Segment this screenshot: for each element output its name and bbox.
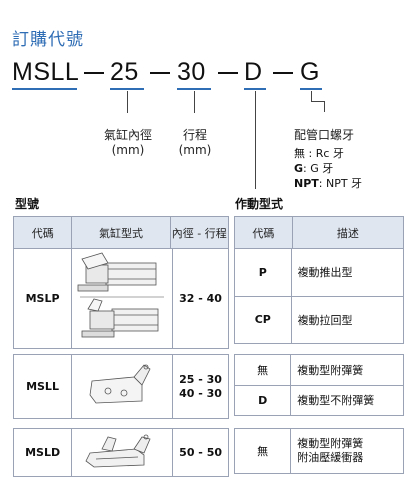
action-group-pcp: P 複動推出型 CP 複動拉回型 — [234, 248, 405, 344]
col-code: 代碼 — [234, 216, 293, 249]
action-group-spring: 無 複動型附彈簧 D 複動型不附彈簧 — [233, 354, 404, 416]
action-description: 複動推出型 — [290, 248, 405, 297]
connector-line — [311, 91, 312, 101]
code-underline — [244, 88, 266, 90]
code-dash — [273, 72, 293, 74]
cylinder-image-cell — [71, 354, 174, 419]
bore-stroke-value: 50 - 50 — [172, 428, 229, 477]
connector-line — [127, 91, 128, 113]
action-description: 複動型附彈簧 — [290, 354, 404, 386]
port-option: 無 : Rc 牙 — [294, 147, 344, 160]
code-model: MSLL — [12, 58, 80, 86]
action-code: D — [233, 384, 292, 416]
section-action-title: 作動型式 — [235, 197, 284, 211]
cylinder-image-cell — [71, 248, 174, 349]
code-port: G — [300, 58, 320, 86]
code-underline — [177, 88, 211, 90]
connector-line — [255, 91, 256, 189]
action-description: 複動拉回型 — [290, 295, 405, 344]
bore-stroke-value: 25 - 30 40 - 30 — [172, 354, 229, 419]
model-code: MSLD — [12, 428, 73, 477]
bore-label: 氣缸內徑 (mm) — [103, 128, 152, 157]
action-table-header: 代碼 描述 — [234, 216, 405, 249]
code-bore: 25 — [110, 58, 139, 86]
col-code: 代碼 — [12, 216, 73, 249]
section-model-title: 型號 — [15, 197, 40, 211]
clamp-cylinder-image — [77, 252, 165, 338]
clamp-cylinder-image — [85, 434, 151, 468]
page-title: 訂購代號 — [12, 30, 84, 50]
code-underline — [300, 88, 322, 90]
code-dash — [84, 72, 104, 74]
code-action: D — [244, 58, 263, 86]
model-row-msld: MSLD 50 - 50 — [12, 428, 229, 477]
action-description: 複動型不附彈簧 — [290, 384, 404, 416]
port-option: NPT: NPT 牙 — [294, 177, 363, 190]
action-code: 無 — [233, 354, 292, 386]
action-description: 複動型附彈簧 附油壓緩衝器 — [290, 428, 404, 474]
model-code: MSLL — [12, 354, 73, 419]
port-option: G: G 牙 — [294, 162, 334, 175]
code-dash — [150, 72, 170, 74]
code-stroke: 30 — [177, 58, 206, 86]
connector-line — [324, 101, 325, 112]
stroke-label: 行程 (mm) — [178, 128, 212, 157]
code-dash — [218, 72, 238, 74]
port-label: 配管口螺牙 — [294, 128, 355, 142]
code-underline — [110, 88, 144, 90]
col-type: 氣缸型式 — [71, 216, 171, 249]
model-row-mslp: MSLP 32 - 40 — [12, 248, 229, 349]
clamp-cylinder-image — [89, 364, 151, 404]
action-code: CP — [234, 295, 292, 344]
connector-line — [311, 101, 324, 102]
action-code: P — [234, 248, 292, 297]
code-underline — [12, 88, 77, 90]
col-bore-stroke: 內徑 - 行程 — [169, 216, 230, 249]
connector-line — [194, 91, 195, 113]
model-row-msll: MSLL 25 - 30 40 - 30 — [12, 354, 229, 419]
col-description: 描述 — [291, 216, 405, 249]
action-code: 無 — [233, 428, 292, 474]
port-options: 無 : Rc 牙 G: G 牙 NPT: NPT 牙 — [294, 146, 362, 191]
bore-stroke-value: 32 - 40 — [172, 248, 229, 349]
model-code: MSLP — [12, 248, 73, 349]
cylinder-image-cell — [71, 428, 174, 477]
model-table-header: 代碼 氣缸型式 內徑 - 行程 — [12, 216, 230, 249]
action-group-damper: 無 複動型附彈簧 附油壓緩衝器 — [233, 428, 404, 474]
